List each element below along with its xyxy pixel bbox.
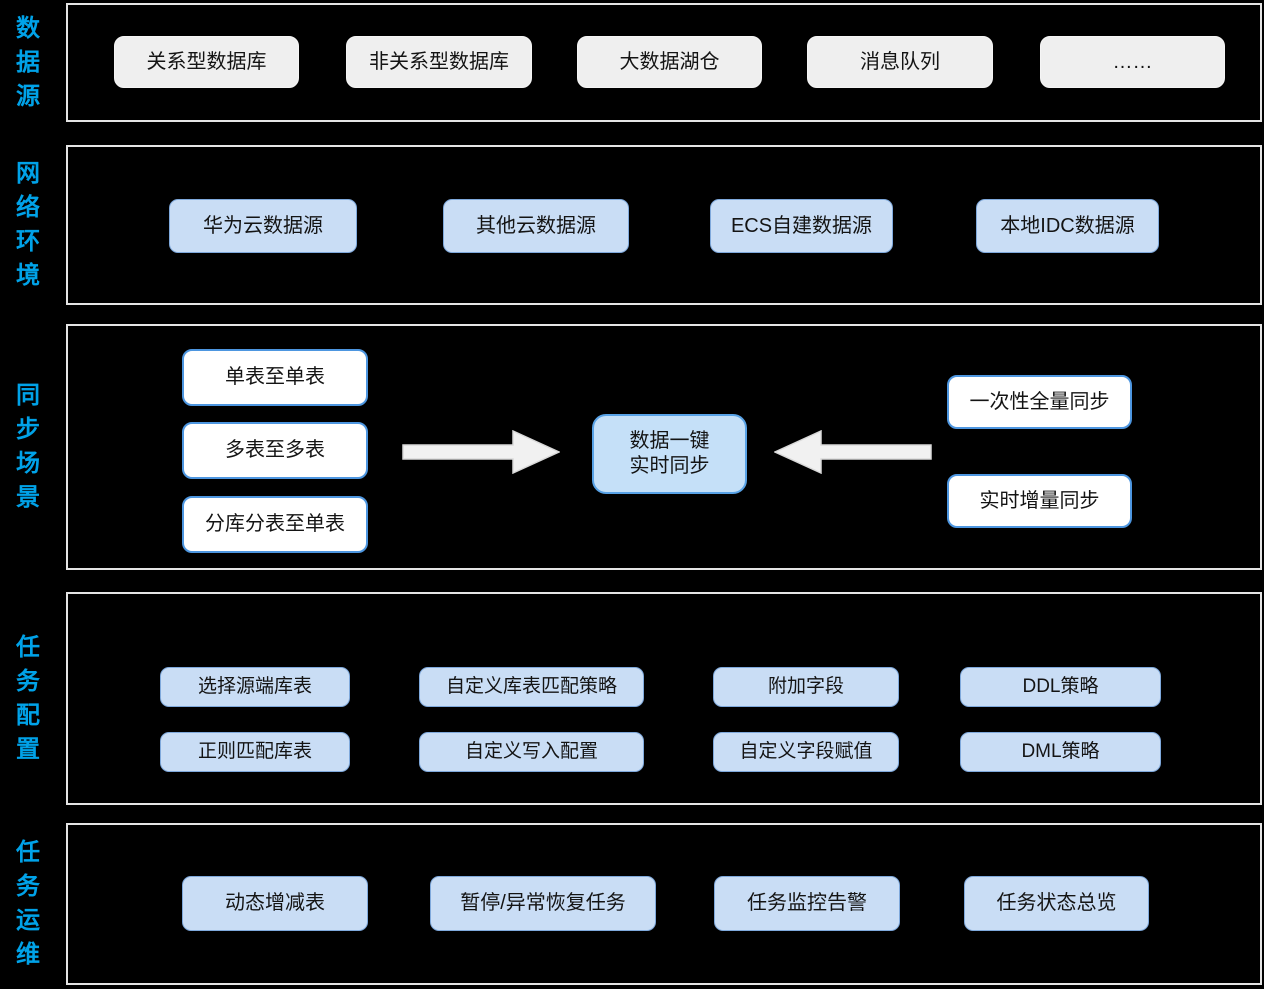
box-single-to-single: 单表至单表 [182,349,368,406]
arrow-right-icon [402,430,560,474]
box-dml-policy: DML策略 [960,732,1161,772]
section-frame-network-env: 华为云数据源 其他云数据源 ECS自建数据源 本地IDC数据源 [66,145,1262,305]
section-label-sync-scenario: 同步场景 [16,382,40,511]
box-dynamic-add-remove-tables: 动态增减表 [182,876,368,931]
box-message-queue: 消息队列 [807,36,993,88]
arrow-left-icon [774,430,932,474]
section-sync-scenario: 同步场景 单表至单表 多表至多表 分库分表至单表 数据一键 实时同步 一次性全量… [0,324,1264,570]
box-regex-match-tables: 正则匹配库表 [160,732,350,772]
section-frame-sync-scenario: 单表至单表 多表至多表 分库分表至单表 数据一键 实时同步 一次性全量同步 实时… [66,324,1262,570]
section-frame-task-config: 选择源端库表 自定义库表匹配策略 附加字段 DDL策略 正则匹配库表 自定义写入… [66,592,1262,805]
box-pause-resume-task: 暂停/异常恢复任务 [430,876,656,931]
section-task-ops: 任务运维 动态增减表 暂停/异常恢复任务 任务监控告警 任务状态总览 [0,823,1264,985]
box-ddl-policy: DDL策略 [960,667,1161,707]
center-box-line2: 实时同步 [629,455,710,477]
section-label-task-config: 任务配置 [16,633,40,763]
box-task-status-overview: 任务状态总览 [964,876,1149,931]
box-sharded-to-single: 分库分表至单表 [182,496,368,553]
box-local-idc-source: 本地IDC数据源 [976,199,1159,253]
box-additional-fields: 附加字段 [713,667,899,707]
box-select-source-tables: 选择源端库表 [160,667,350,707]
section-frame-data-source: 关系型数据库 非关系型数据库 大数据湖仓 消息队列 …… [66,3,1262,122]
box-ecs-self-built-source: ECS自建数据源 [710,199,893,253]
box-more-ellipsis: …… [1040,36,1225,88]
box-realtime-incremental-sync: 实时增量同步 [947,474,1132,528]
box-one-key-realtime-sync: 数据一键 实时同步 [592,414,747,494]
box-non-relational-db: 非关系型数据库 [346,36,532,88]
section-network-env: 网络环境 华为云数据源 其他云数据源 ECS自建数据源 本地IDC数据源 [0,145,1264,305]
box-multi-to-multi: 多表至多表 [182,422,368,479]
box-one-time-full-sync: 一次性全量同步 [947,375,1132,429]
section-frame-task-ops: 动态增减表 暂停/异常恢复任务 任务监控告警 任务状态总览 [66,823,1262,985]
box-custom-field-assignment: 自定义字段赋值 [713,732,899,772]
section-label-data-source: 数据源 [16,14,40,110]
box-custom-write-config: 自定义写入配置 [419,732,644,772]
box-other-cloud-source: 其他云数据源 [443,199,629,253]
section-label-network-env: 网络环境 [16,160,40,289]
box-huawei-cloud-source: 华为云数据源 [169,199,357,253]
box-task-monitor-alarm: 任务监控告警 [714,876,900,931]
box-custom-table-match-policy: 自定义库表匹配策略 [419,667,644,707]
box-big-data-lakehouse: 大数据湖仓 [577,36,762,88]
section-task-config: 任务配置 选择源端库表 自定义库表匹配策略 附加字段 DDL策略 正则匹配库表 … [0,592,1264,805]
box-relational-db: 关系型数据库 [114,36,299,88]
center-box-line1: 数据一键 [629,430,710,452]
section-data-source: 数据源 关系型数据库 非关系型数据库 大数据湖仓 消息队列 …… [0,3,1264,122]
section-label-task-ops: 任务运维 [16,839,40,968]
